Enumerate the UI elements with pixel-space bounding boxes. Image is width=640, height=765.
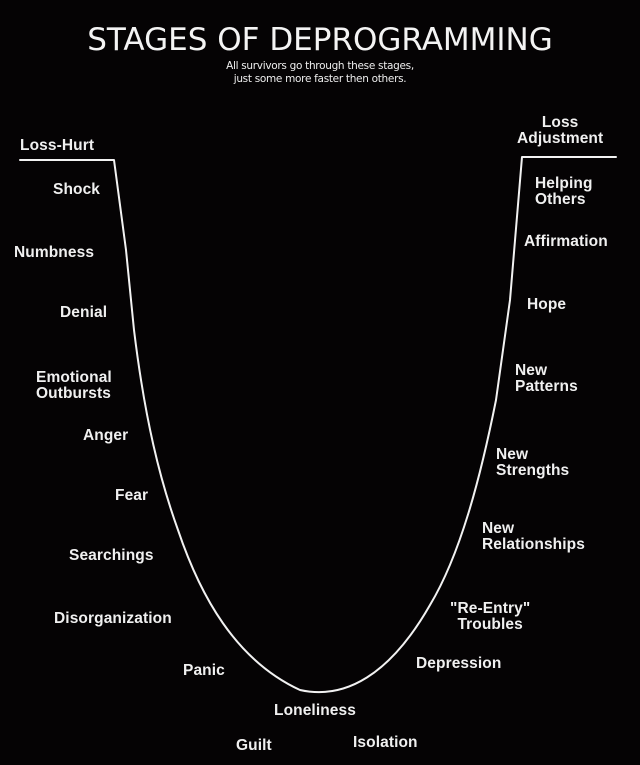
stage-re-entry-troubles: "Re-Entry" Troubles	[450, 600, 531, 633]
stage-depression: Depression	[416, 655, 502, 672]
stage-new-strengths: New Strengths	[496, 446, 570, 479]
stage-shock: Shock	[53, 181, 101, 198]
stage-disorganization: Disorganization	[54, 610, 172, 627]
stage-new-relationships: New Relationships	[482, 520, 585, 553]
subtitle-line-1: All survivors go through these stages,	[226, 60, 414, 72]
stage-loss-adjustment: Loss Adjustment	[517, 114, 604, 147]
stage-anger: Anger	[83, 427, 129, 444]
stage-numbness: Numbness	[14, 244, 95, 261]
stage-isolation: Isolation	[353, 734, 418, 751]
stage-helping-others: Helping Others	[535, 175, 593, 208]
stage-hope: Hope	[527, 296, 567, 313]
stage-guilt: Guilt	[236, 737, 272, 754]
diagram-title: STAGES OF DEPROGRAMMING	[87, 22, 553, 58]
stage-emotional-outbursts: Emotional Outbursts	[36, 369, 112, 402]
stage-denial: Denial	[60, 304, 108, 321]
stage-loneliness: Loneliness	[274, 702, 356, 719]
subtitle-line-2: just some more faster then others.	[233, 73, 407, 85]
stage-new-patterns: New Patterns	[515, 362, 578, 395]
stage-affirmation: Affirmation	[524, 233, 608, 250]
stage-panic: Panic	[183, 662, 225, 679]
stage-searchings: Searchings	[69, 547, 154, 564]
stage-loss-hurt: Loss-Hurt	[20, 137, 95, 154]
stage-fear: Fear	[115, 487, 149, 504]
